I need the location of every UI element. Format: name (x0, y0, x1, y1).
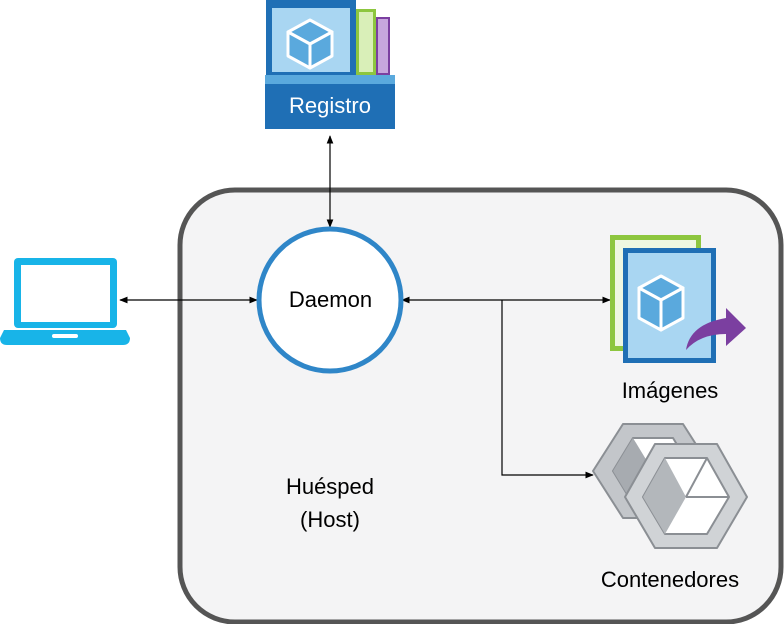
containers-label: Contenedores (600, 567, 740, 592)
daemon-label: Daemon (288, 287, 373, 312)
laptop-icon (0, 258, 130, 345)
images-label: Imágenes (621, 378, 719, 403)
host-label: Huésped (Host) (230, 470, 430, 536)
registry-label: Registro (289, 93, 371, 118)
connectors (119, 135, 611, 479)
registry-icon (265, 0, 395, 129)
container-cubes-icon (592, 423, 748, 549)
host-label-line2: (Host) (300, 507, 360, 532)
host-label-line1: Huésped (285, 474, 375, 499)
daemon-containers-arrow (501, 300, 594, 479)
image-stack-icon (610, 235, 746, 363)
daemon-node (256, 226, 404, 374)
